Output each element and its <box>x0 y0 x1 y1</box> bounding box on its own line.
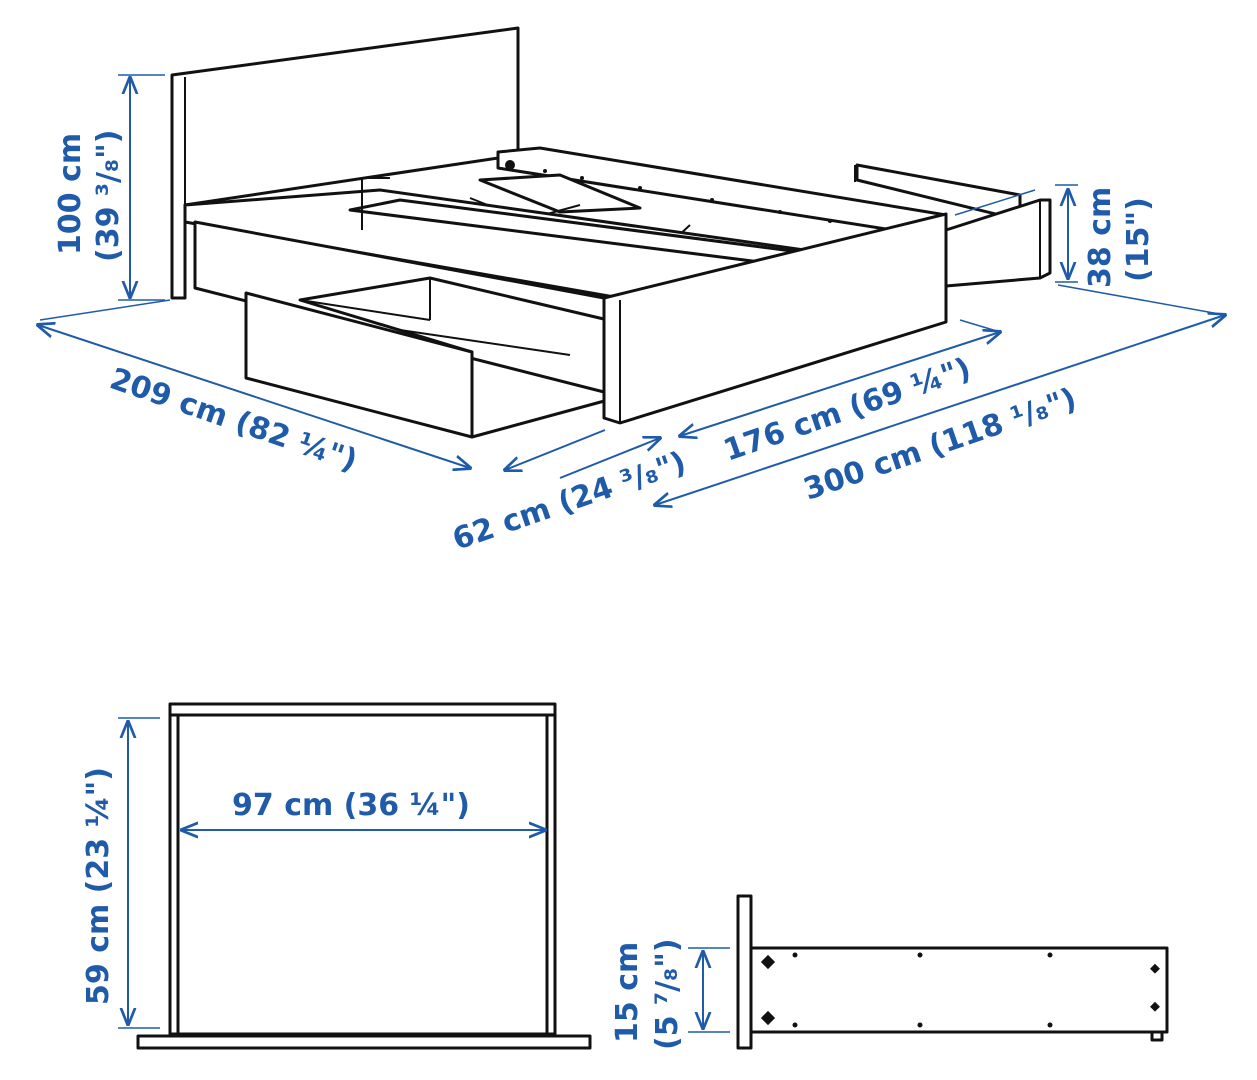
drawer-side-view <box>688 894 1169 1050</box>
drawer-height-inch-label: (5 ⁷/₈") <box>650 938 685 1050</box>
inner-width-label: 97 cm (36 ¼") <box>232 788 470 823</box>
height-total-inch-label: (39 ³/₈") <box>91 130 126 262</box>
inner-depth-label: 59 cm (23 ¼") <box>81 767 116 1005</box>
drawer-open-height-inch-label: (15") <box>1121 197 1156 282</box>
height-total-cm-label: 100 cm <box>53 133 88 255</box>
slat-support <box>478 173 642 214</box>
drawer-height-cm-label: 15 cm <box>610 942 645 1043</box>
inner-frame-view <box>118 702 592 1050</box>
dimension-lines-top <box>38 74 1225 505</box>
drawer-open-height-cm-label: 38 cm <box>1083 187 1118 288</box>
drawer-depth-label: 62 cm (24 ³/₈") <box>448 445 690 558</box>
